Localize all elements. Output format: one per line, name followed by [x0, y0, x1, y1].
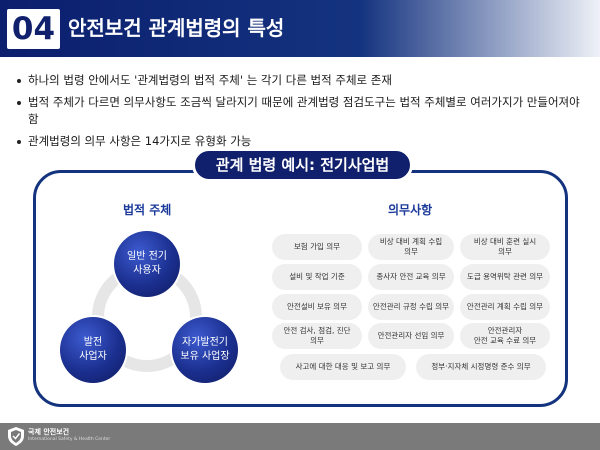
shield-icon [8, 427, 24, 446]
duty-item: 도급 용역위탁 관련 의무 [460, 264, 550, 290]
logo-subtitle: International Safety & Health Center [28, 437, 111, 442]
duty-item: 안전관리자 안전 교육 수료 의무 [460, 323, 550, 349]
bullet-list: 하나의 법령 안에서도 '관계법령의 법적 주체' 는 각기 다른 법적 주체로… [14, 72, 584, 155]
subject-label: 발전 사업자 [79, 337, 107, 362]
duty-item: 종사자 안전 교육 의무 [368, 264, 454, 290]
duty-item: 안전관리자 선임 의무 [368, 323, 454, 349]
subject-label: 일반 전기 사용자 [127, 251, 167, 276]
duty-item: 보험 가입 의무 [272, 234, 362, 260]
subject-circle-self-generation-site: 자가발전기 보유 사업장 [172, 317, 238, 383]
footer-bar: 국제 안전보건 International Safety & Health Ce… [0, 423, 600, 450]
page-title: 안전보건 관계법령의 특성 [68, 16, 285, 40]
duty-item: 설비 및 작업 기준 [272, 264, 362, 290]
duty-item: 비상 대비 계획 수립 의무 [368, 234, 454, 260]
example-title-pill: 관계 법령 예시: 전기사업법 [192, 148, 413, 182]
bullet-item: 법적 주체가 다르면 의무사항도 조금씩 달라지기 때문에 관계법령 점검도구는… [14, 94, 584, 128]
duty-item: 정부·지자체 시정명령 준수 의무 [416, 354, 546, 380]
subject-circle-power-producer: 발전 사업자 [60, 317, 126, 383]
subject-circle-general-user: 일반 전기 사용자 [114, 231, 180, 297]
header-bar: 04 안전보건 관계법령의 특성 [0, 0, 600, 57]
bullet-item: 하나의 법령 안에서도 '관계법령의 법적 주체' 는 각기 다른 법적 주체로… [14, 72, 584, 89]
duty-item: 안전 검사, 점검, 진단 의무 [272, 323, 362, 349]
bullet-item: 관계법령의 의무 사항은 14가지로 유형화 가능 [14, 133, 584, 150]
duty-item: 안전관리 계획 수립 의무 [460, 294, 550, 320]
duty-item: 안전관리 규정 수립 의무 [368, 294, 454, 320]
section-number: 04 [7, 9, 60, 49]
subject-label: 자가발전기 보유 사업장 [180, 337, 230, 362]
duties-heading: 의무사항 [388, 203, 433, 217]
duty-item: 사고에 대한 대응 및 보고 의무 [280, 354, 406, 380]
duty-item: 비상 대비 훈련 실시 의무 [460, 234, 550, 260]
duty-item: 안전설비 보유 의무 [272, 294, 362, 320]
subjects-heading: 법적 주체 [123, 203, 172, 217]
logo-name: 국제 안전보건 [28, 428, 70, 436]
